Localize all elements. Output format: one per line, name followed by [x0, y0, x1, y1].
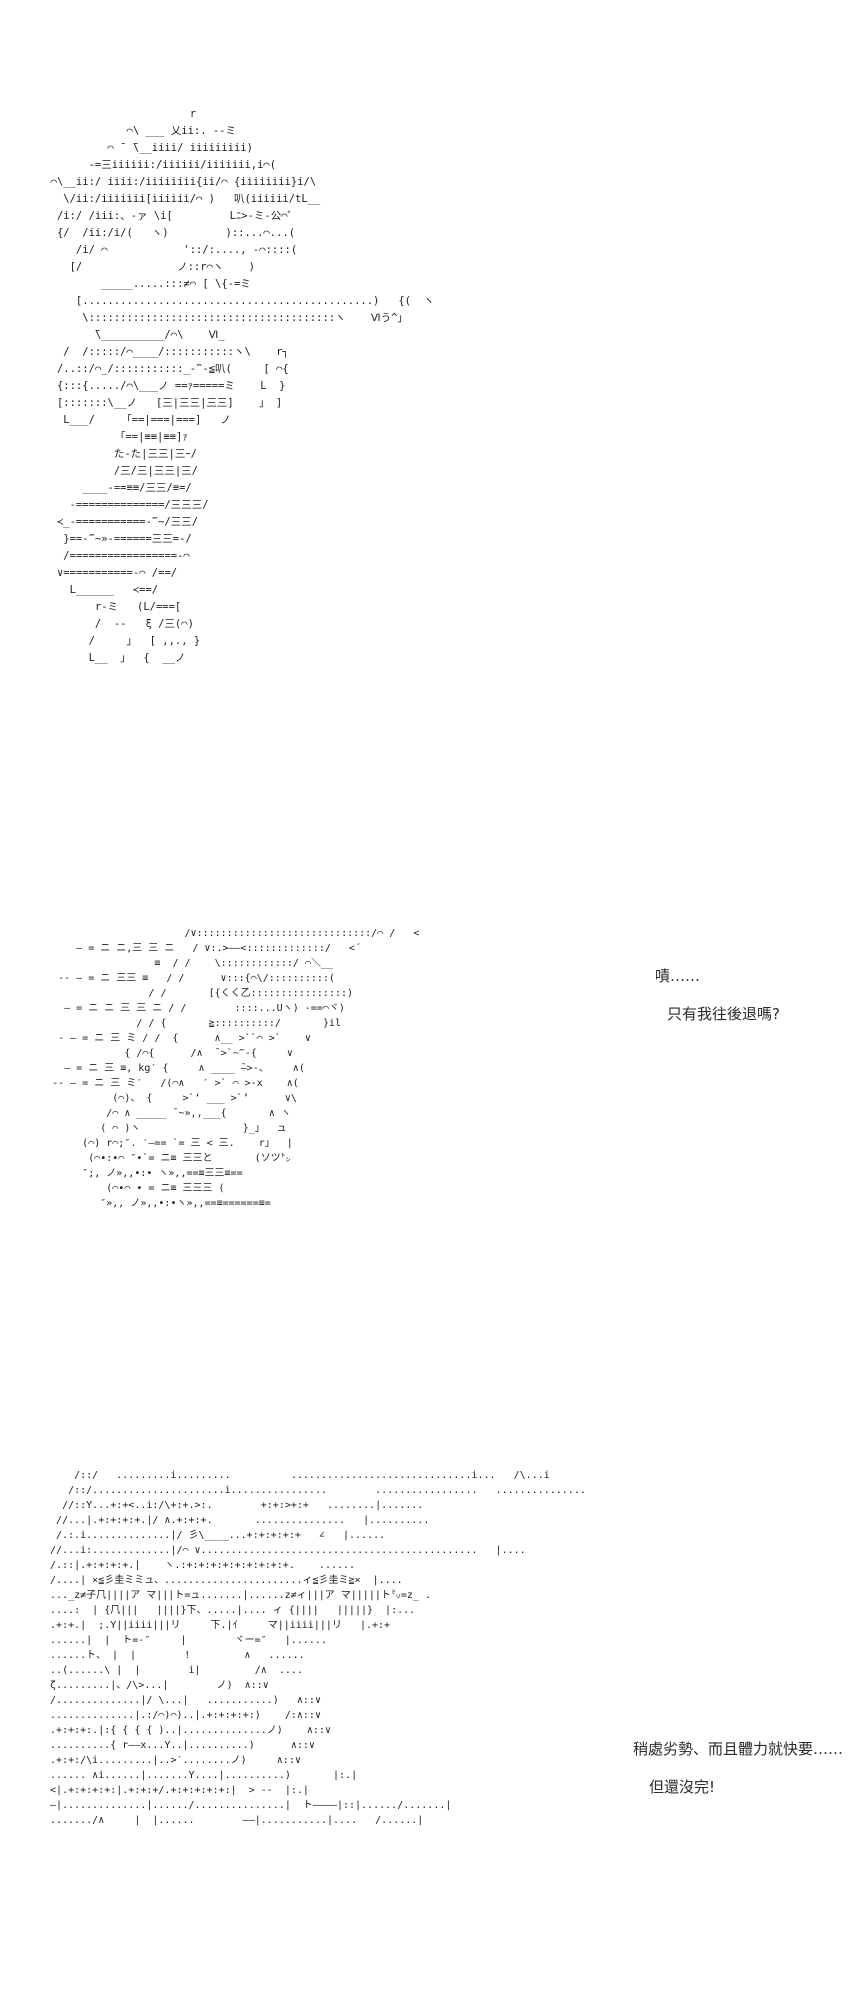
dialogue-bottom-line-2: 但還沒完! [649, 1778, 716, 1796]
dialogue-bottom-line-1: 稍處劣勢、而且體力就快要…… [633, 1740, 844, 1758]
ascii-art-panel-middle: /∨:::::::::::::::::::::::::::::/⌒ / < ― … [52, 928, 420, 1209]
ascii-art-panel-top: r ⌒\ ___ 乂ii:. --ミ ⌒ ̄ ̄\__iiii/ iiiiiii… [50, 108, 435, 664]
ascii-art-panel-bottom: /::/ .........i......... ...............… [50, 1470, 586, 1826]
dialogue-middle-line-2: 只有我往後退嗎? [667, 1005, 780, 1023]
dialogue-middle-line-1: 嘖…… [655, 967, 701, 985]
